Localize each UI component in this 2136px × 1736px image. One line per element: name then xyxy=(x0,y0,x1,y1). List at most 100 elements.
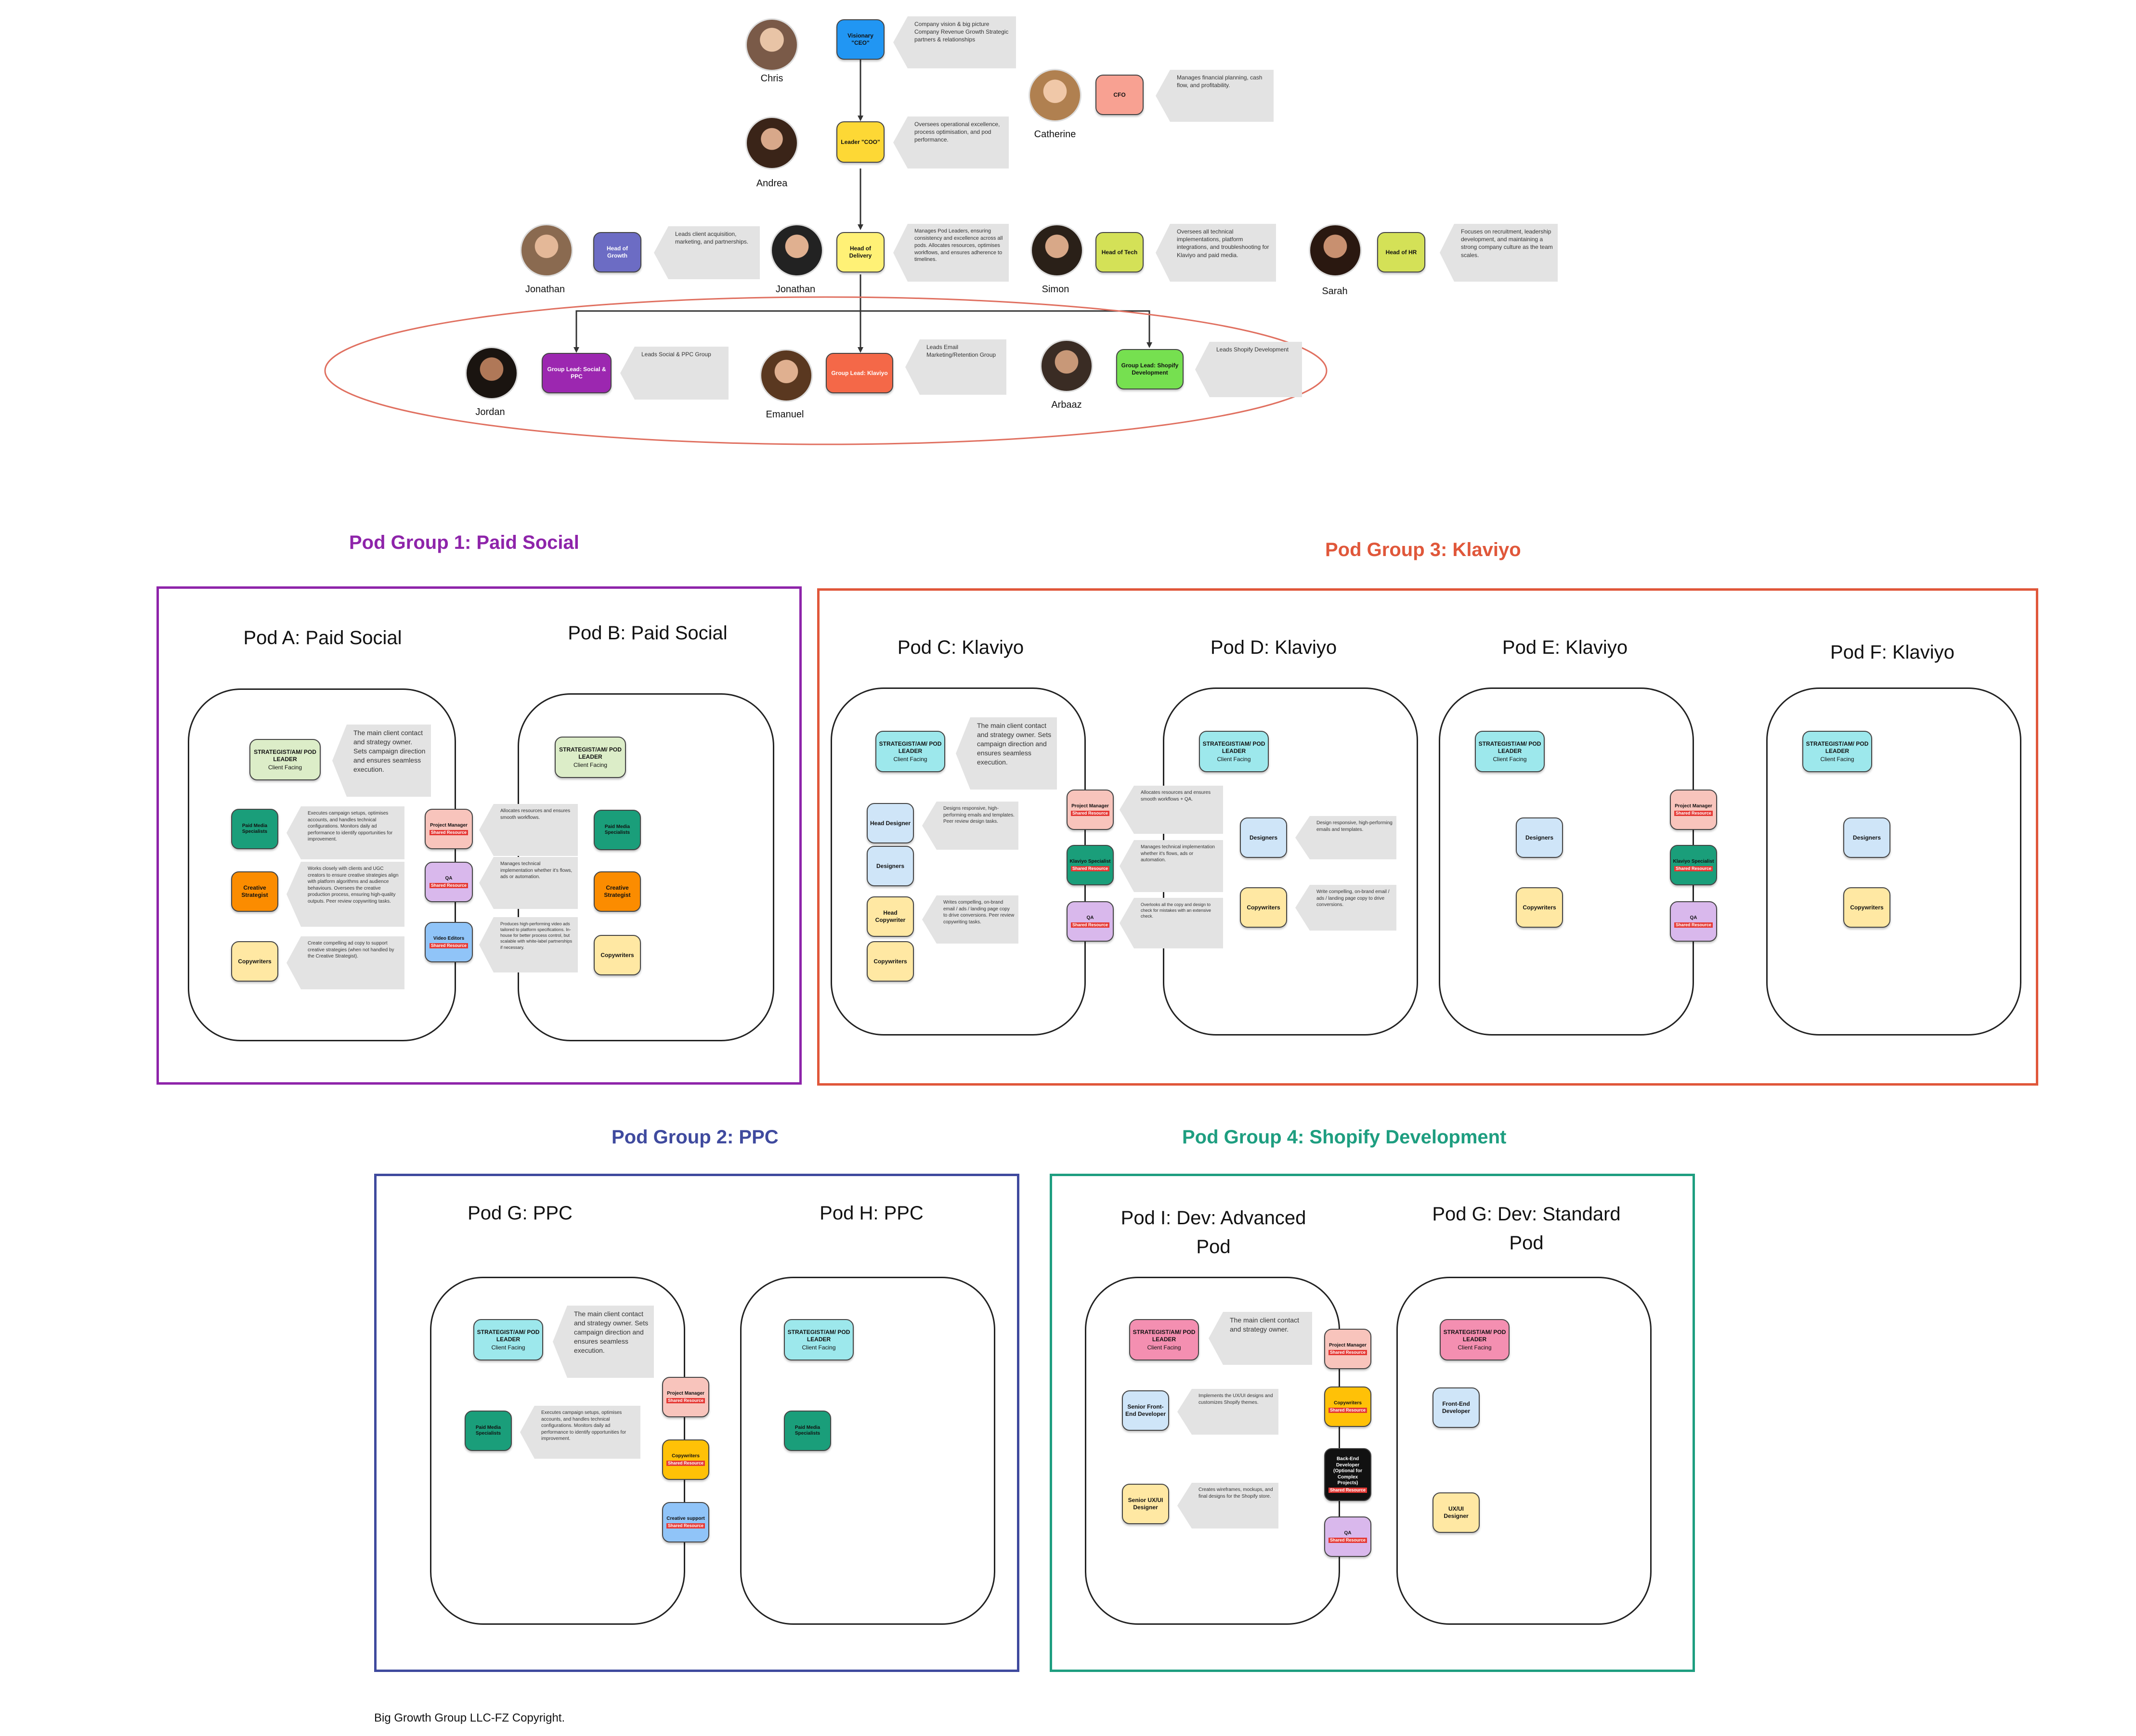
pod-g-dev-ux[interactable]: UX/UI Designer xyxy=(1433,1492,1480,1533)
head-of-tech-desc: Oversees all technical implementations, … xyxy=(1156,224,1276,282)
head-of-tech-node[interactable]: Head of Tech xyxy=(1095,232,1144,272)
avatar-catherine xyxy=(1029,69,1081,122)
pod-i-title: Pod I: Dev: Advanced Pod xyxy=(1120,1207,1306,1257)
pod-c-head-designer-desc: Designs responsive, high-performing emai… xyxy=(922,802,1018,850)
pod-h-ppc-paid-media[interactable]: Paid Media Specialists xyxy=(784,1411,831,1451)
pod-f-container xyxy=(1766,687,2021,1036)
pod-c-head-designer[interactable]: Head Designer xyxy=(867,803,914,843)
pod-i-senior-front-end[interactable]: Senior Front-End Developer xyxy=(1122,1390,1169,1431)
head-of-growth-node[interactable]: Head of Growth xyxy=(593,232,641,272)
pod-g-dev-container xyxy=(1396,1277,1652,1625)
pod-f-designers[interactable]: Designers xyxy=(1843,817,1890,858)
pod-d-title: Pod D: Klaviyo xyxy=(1210,637,1337,658)
group3-title: Pod Group 3: Klaviyo xyxy=(1325,539,1521,560)
g1-qa-desc: Manages technical implementation whether… xyxy=(479,857,578,909)
cfo-desc: Manages financial planning, cash flow, a… xyxy=(1156,70,1274,122)
head-of-delivery-node[interactable]: Head of Delivery xyxy=(836,232,885,272)
group-leads-ellipse xyxy=(324,296,1328,445)
group3-box xyxy=(817,588,2038,1086)
pod-b-creative-strategist[interactable]: Creative Strategist xyxy=(594,871,641,912)
group2-box xyxy=(374,1174,1019,1672)
group-lead-social-node[interactable]: Group Lead: Social & PPC xyxy=(542,353,612,393)
cfo-node[interactable]: CFO xyxy=(1095,75,1144,115)
g4-back-end-developer[interactable]: Back-End Developer (Optional for Complex… xyxy=(1324,1448,1371,1501)
person-name-catherine: Catherine xyxy=(1034,129,1076,140)
pod-i-senior-ux-desc: Creates wireframes, mockups, and final d… xyxy=(1177,1483,1278,1529)
pod-c-strategist-desc: The main client contact and strategy own… xyxy=(956,717,1057,790)
head-of-growth-desc: Leads client acquisition, marketing, and… xyxy=(654,226,760,279)
pod-i-strategist-desc: The main client contact and strategy own… xyxy=(1209,1312,1312,1365)
group-lead-social-desc: Leads Social & PPC Group xyxy=(620,347,729,400)
pod-c-designers[interactable]: Designers xyxy=(867,846,914,886)
pod-c-title: Pod C: Klaviyo xyxy=(897,637,1024,658)
pod-g-ppc-strategist-desc: The main client contact and strategy own… xyxy=(553,1306,654,1378)
pod-b-paid-media[interactable]: Paid Media Specialists xyxy=(594,810,641,850)
person-name-sarah: Sarah xyxy=(1322,286,1348,297)
pod-a-copywriters-desc: Create compelling ad copy to support cre… xyxy=(287,936,404,989)
pod-g-ppc-paid-media[interactable]: Paid Media Specialists xyxy=(465,1411,512,1451)
avatar-jonathan-delivery xyxy=(770,224,823,277)
ceo-node[interactable]: Visionary "CEO" xyxy=(836,19,885,60)
person-name-jonathan-delivery: Jonathan xyxy=(775,284,816,295)
pod-g-dev-front-end[interactable]: Front-End Developer xyxy=(1433,1387,1480,1428)
person-name-arbaaz: Arbaaz xyxy=(1051,400,1082,410)
pod-d-copywriters[interactable]: Copywriters xyxy=(1240,887,1287,928)
person-name-simon: Simon xyxy=(1042,284,1069,295)
avatar-arbaaz xyxy=(1040,339,1093,392)
pod-e-designers[interactable]: Designers xyxy=(1516,817,1563,858)
pod-c-head-copywriter[interactable]: Head Copywriter xyxy=(867,896,914,937)
pod-a-copywriters[interactable]: Copywriters xyxy=(231,941,278,982)
pod-b-copywriters[interactable]: Copywriters xyxy=(594,935,641,975)
pod-a-paid-media[interactable]: Paid Media Specialists xyxy=(231,809,278,849)
head-of-hr-node[interactable]: Head of HR xyxy=(1377,232,1425,272)
pod-d-designers[interactable]: Designers xyxy=(1240,817,1287,858)
pod-g-ppc-paid-media-desc: Executes campaign setups, optimises acco… xyxy=(520,1406,640,1459)
pod-d-designers-desc: Design responsive, high-performing email… xyxy=(1295,816,1396,859)
person-name-andrea: Andrea xyxy=(756,178,788,189)
pod-f-title: Pod F: Klaviyo xyxy=(1830,642,1954,663)
footer-copyright: Big Growth Group LLC-FZ Copyright. xyxy=(374,1711,565,1724)
pod-f-copywriters[interactable]: Copywriters xyxy=(1843,887,1890,928)
group-lead-klaviyo-node[interactable]: Group Lead: Klaviyo xyxy=(826,353,893,393)
pod-e-copywriters[interactable]: Copywriters xyxy=(1516,887,1563,928)
pod-g-dev-title: Pod G: Dev: Standard Pod xyxy=(1432,1204,1621,1254)
coo-desc: Oversees operational excellence, process… xyxy=(893,117,1009,168)
pod-i-senior-fe-desc: Implements the UX/UI designs and customi… xyxy=(1177,1389,1278,1435)
group-lead-klaviyo-desc: Leads Email Marketing/Retention Group xyxy=(905,339,1006,395)
pod-i-senior-ux[interactable]: Senior UX/UI Designer xyxy=(1122,1484,1169,1524)
group2-title: Pod Group 2: PPC xyxy=(612,1127,779,1148)
pod-h-ppc-title: Pod H: PPC xyxy=(820,1203,924,1224)
pod-a-creative-strategist[interactable]: Creative Strategist xyxy=(231,871,278,912)
pod-e-title: Pod E: Klaviyo xyxy=(1502,637,1628,658)
coo-node[interactable]: Leader "COO" xyxy=(836,121,885,163)
pod-a-paid-media-desc: Executes campaign setups, optimises acco… xyxy=(287,806,404,859)
group-lead-shopify-node[interactable]: Group Lead: Shopify Development xyxy=(1116,349,1184,389)
pod-c-copywriters[interactable]: Copywriters xyxy=(867,941,914,982)
